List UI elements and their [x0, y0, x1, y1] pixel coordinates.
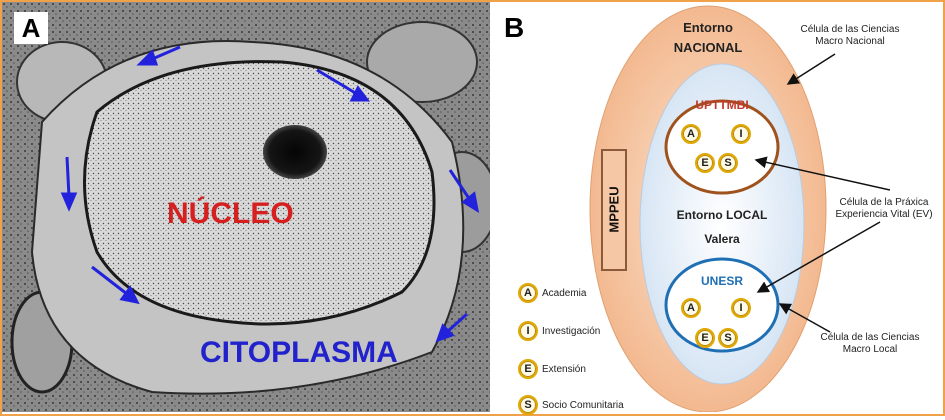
- cytoplasm-label: CITOPLASMA: [200, 336, 398, 369]
- legend-badge: S: [518, 395, 538, 415]
- unesr-title: UNESR: [700, 274, 743, 288]
- annotation-line: Célula de las Ciencias: [820, 332, 920, 343]
- legend-label: Extensión: [542, 363, 586, 375]
- legend-label: Academia: [542, 287, 587, 299]
- badge-s: S: [718, 153, 738, 173]
- micrograph-image: [2, 2, 490, 412]
- mppeu-label: MPPEU: [606, 186, 622, 233]
- panel-b-diagram: B Entorno NACIONAL MPPEU Entorno LOCAL V…: [490, 2, 943, 415]
- badge-i: I: [731, 298, 751, 318]
- outer-title-1: Entorno: [683, 20, 733, 35]
- annotation-macro-nacional: Célula de las Ciencias Macro Nacional: [790, 24, 910, 48]
- legend-item: I Investigación: [518, 316, 658, 346]
- upttmbi-title: UPTTMBI: [695, 98, 749, 112]
- inner-title-1: Entorno LOCAL: [676, 208, 768, 222]
- annotation-macro-local: Célula de las Ciencias Macro Local: [810, 332, 930, 356]
- legend-badge: E: [518, 359, 538, 379]
- badge-a: A: [681, 298, 701, 318]
- unesr-cell: [664, 257, 780, 353]
- badge-a: A: [681, 124, 701, 144]
- annotation-line: Célula de las Ciencias: [800, 24, 900, 35]
- legend-item: E Extensión: [518, 354, 658, 384]
- legend-item: S Socio Comunitaria: [518, 390, 658, 420]
- upttmbi-badges: A I E S: [678, 120, 768, 180]
- badge-e: E: [695, 153, 715, 173]
- annotation-praxica: Célula de la Práxica Experiencia Vital (…: [825, 197, 943, 221]
- legend-label: Socio Comunitaria: [542, 399, 624, 411]
- badge-e: E: [695, 328, 715, 348]
- legend-label: Investigación: [542, 325, 601, 337]
- panel-a-micrograph: A NÚCLEO CITOPLASMA: [2, 2, 490, 412]
- panel-b-letter: B: [504, 12, 525, 43]
- badge-s: S: [718, 328, 738, 348]
- panel-a-letter: A: [14, 12, 48, 44]
- annotation-line: Célula de la Práxica: [839, 197, 929, 208]
- legend-item: A Academia: [518, 278, 658, 308]
- legend-badge: I: [518, 321, 538, 341]
- legend: A Academia I Investigación E Extensión S…: [518, 278, 658, 420]
- annotation-line: Macro Local: [842, 344, 898, 355]
- outer-title-2: NACIONAL: [673, 40, 743, 55]
- annotation-line: Experiencia Vital (EV): [835, 209, 933, 220]
- nucleus-label: NÚCLEO: [167, 197, 294, 230]
- legend-badge: A: [518, 283, 538, 303]
- unesr-badges: A I E S: [678, 296, 768, 356]
- annotation-line: Macro Nacional: [815, 36, 885, 47]
- inner-title-2: Valera: [704, 232, 740, 246]
- badge-i: I: [731, 124, 751, 144]
- mppeu-box: [601, 149, 627, 271]
